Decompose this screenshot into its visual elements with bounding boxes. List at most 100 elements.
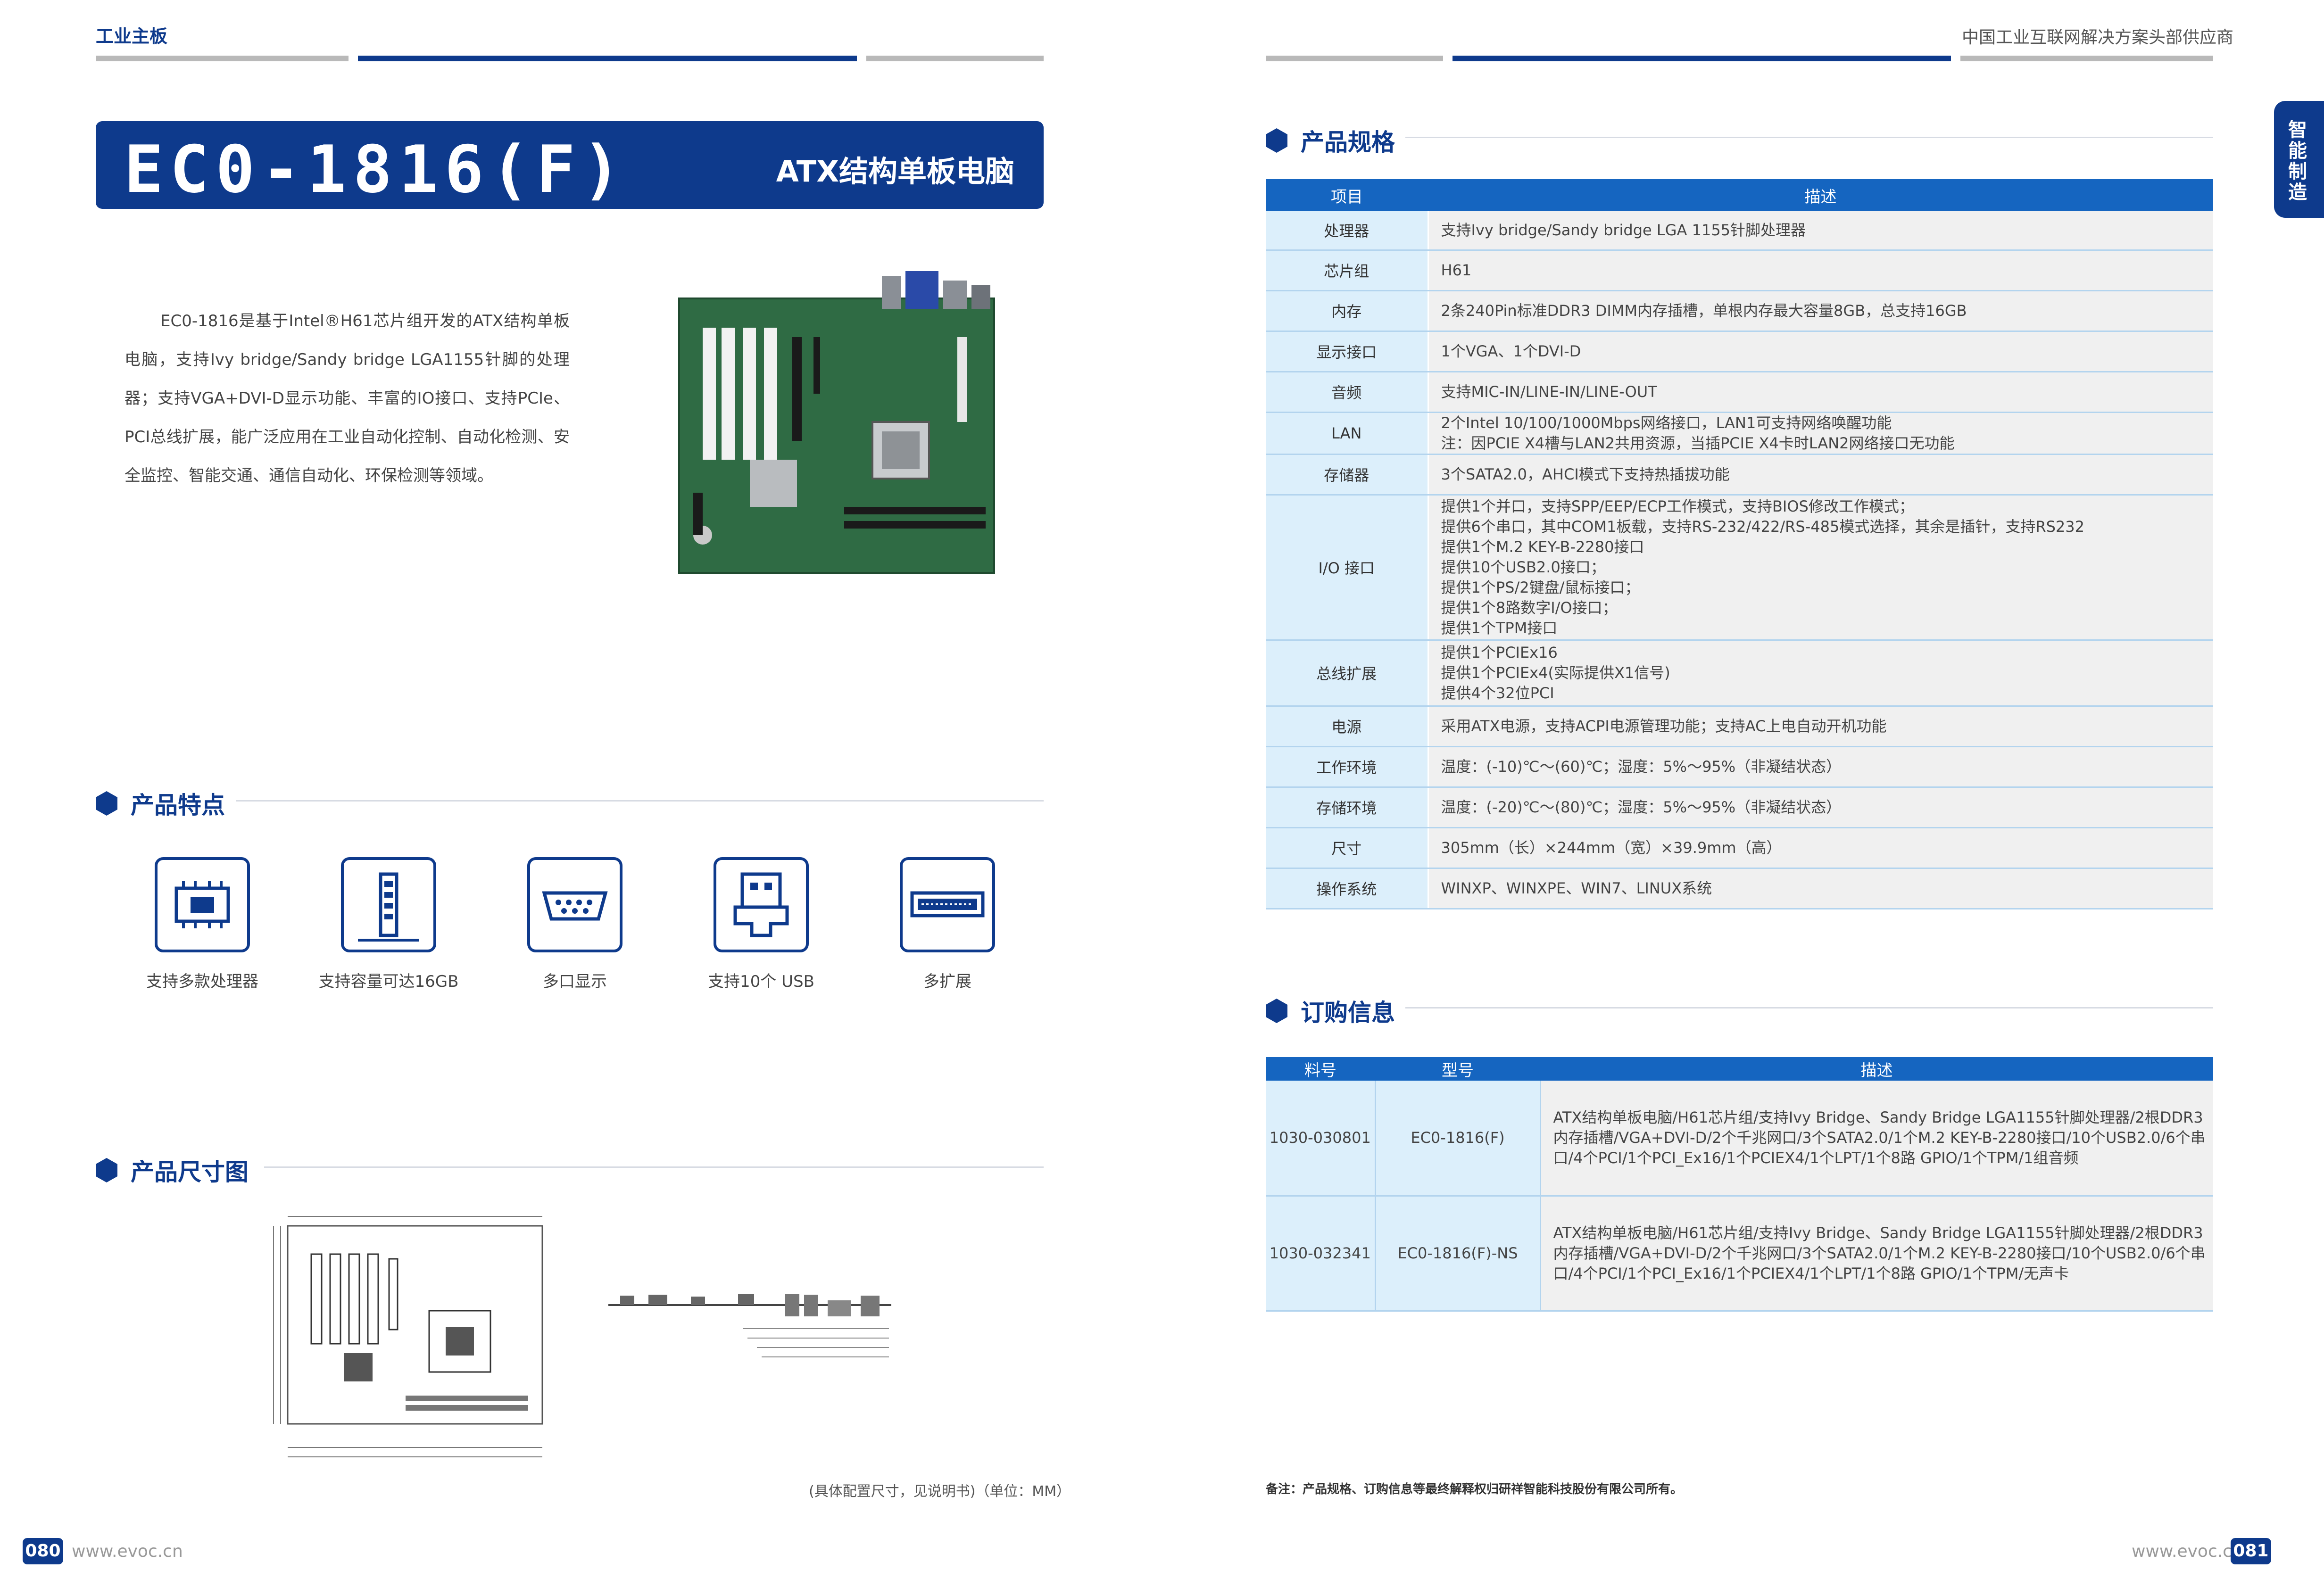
spec-row: 操作系统 WINXP、WINXPE、WIN7、LINUX系统 bbox=[1266, 868, 2213, 909]
spec-value-line: 提供1个M.2 KEY-B-2280接口 bbox=[1441, 537, 1644, 556]
memory-icon bbox=[341, 857, 436, 952]
spec-header-item: 项目 bbox=[1266, 179, 1428, 211]
spec-row: 存储环境温度：(-20)℃～(80)℃；湿度：5%～95%（非凝结状态） bbox=[1266, 787, 2213, 828]
feature-item: 支持容量可达16GB bbox=[313, 857, 464, 994]
order-part-number: 1030-032341 bbox=[1266, 1196, 1376, 1312]
spec-value: WINXP、WINXPE、WIN7、LINUX系统 bbox=[1428, 868, 2213, 909]
order-description: ATX结构单板电脑/H61芯片组/支持Ivy Bridge、Sandy Brid… bbox=[1540, 1196, 2213, 1312]
spec-value-line: 2条240Pin标准DDR3 DIMM内存插槽，单根内存最大容量8GB，总支持1… bbox=[1441, 302, 1967, 320]
dimension-note: (具体配置尺寸，见说明书)（单位：MM） bbox=[809, 1483, 1071, 1500]
spec-value-line: 支持MIC-IN/LINE-IN/LINE-OUT bbox=[1441, 383, 1657, 401]
order-header-model: 型号 bbox=[1375, 1057, 1540, 1081]
order-description: ATX结构单板电脑/H61芯片组/支持Ivy Bridge、Sandy Brid… bbox=[1540, 1081, 2213, 1197]
header-bar-segment bbox=[1266, 56, 1443, 61]
spec-value-line: 提供6个串口，其中COM1板载，支持RS-232/422/RS-485模式选择，… bbox=[1441, 517, 2084, 536]
title-banner: EC0-1816(F) ATX结构单板电脑 bbox=[96, 121, 1044, 209]
spec-value: 温度：(-20)℃～(80)℃；湿度：5%～95%（非凝结状态） bbox=[1428, 787, 2213, 828]
spec-value-line: 提供4个32位PCI bbox=[1441, 684, 1554, 702]
side-tab-label: 智能制造 bbox=[2288, 119, 2307, 203]
spec-value-line: H61 bbox=[1441, 261, 1472, 279]
header-bar-segment bbox=[866, 56, 1044, 61]
product-model: EC0-1816(F) bbox=[124, 132, 628, 207]
spec-value: 2条240Pin标准DDR3 DIMM内存插槽，单根内存最大容量8GB，总支持1… bbox=[1428, 290, 2213, 332]
spec-header-desc: 描述 bbox=[1428, 179, 2213, 211]
spec-value-line: 提供10个USB2.0接口； bbox=[1441, 558, 1606, 576]
order-header-desc: 描述 bbox=[1540, 1057, 2213, 1081]
spec-value: 305mm（长）×244mm（宽）×39.9mm（高） bbox=[1428, 827, 2213, 869]
right-header-label: 中国工业互联网解决方案头部供应商 bbox=[1962, 28, 2234, 47]
spec-value: 支持Ivy bridge/Sandy bridge LGA 1155针脚处理器 bbox=[1428, 211, 2213, 251]
header-bar-segment bbox=[1960, 56, 2213, 61]
hexagon-bullet-icon bbox=[96, 1158, 117, 1182]
left-header-label: 工业主板 bbox=[96, 26, 168, 47]
spec-key: 内存 bbox=[1266, 290, 1429, 332]
spec-value-line: 提供1个TPM接口 bbox=[1441, 619, 1558, 637]
right-page-number: 081 bbox=[2231, 1538, 2271, 1564]
dimensions-heading: 产品尺寸图 bbox=[96, 1153, 249, 1187]
feature-item: 支持10个 USB bbox=[686, 857, 837, 994]
spec-value: 采用ATX电源，支持ACPI电源管理功能；支持AC上电自动开机功能 bbox=[1428, 706, 2213, 747]
order-part-number: 1030-030801 bbox=[1266, 1081, 1376, 1197]
features-title: 产品特点 bbox=[131, 792, 225, 819]
section-rule bbox=[264, 1166, 1044, 1168]
spec-key: 显示接口 bbox=[1266, 331, 1429, 372]
spec-value: H61 bbox=[1428, 250, 2213, 291]
header-bar-segment bbox=[358, 56, 857, 61]
ordering-title: 订购信息 bbox=[1301, 999, 1395, 1026]
left-page-number: 080 bbox=[23, 1538, 63, 1564]
hexagon-bullet-icon bbox=[1266, 999, 1287, 1023]
order-model: EC0-1816(F) bbox=[1375, 1081, 1541, 1197]
feature-item: 多口显示 bbox=[499, 857, 650, 994]
spec-value: 温度：(-10)℃～(60)℃；湿度：5%～95%（非凝结状态） bbox=[1428, 746, 2213, 788]
left-footer-url[interactable]: www.evoc.cn bbox=[72, 1542, 183, 1561]
usb-icon bbox=[714, 857, 809, 952]
spec-value-line: 305mm（长）×244mm（宽）×39.9mm（高） bbox=[1441, 839, 1782, 857]
section-rule bbox=[236, 800, 1044, 802]
hexagon-bullet-icon bbox=[1266, 128, 1287, 153]
spec-value: 2个Intel 10/100/1000Mbps网络接口，LAN1可支持网络唤醒功… bbox=[1428, 412, 2213, 455]
section-rule bbox=[1405, 137, 2213, 138]
dimension-drawing-side bbox=[608, 1294, 891, 1357]
spec-row: I/O 接口提供1个并口，支持SPP/EEP/ECP工作模式，支持BIOS修改工… bbox=[1266, 495, 2213, 641]
specs-title: 产品规格 bbox=[1301, 129, 1395, 156]
feature-label: 支持10个 USB bbox=[708, 972, 814, 991]
spec-key: 操作系统 bbox=[1266, 868, 1429, 909]
spec-row: 处理器支持Ivy bridge/Sandy bridge LGA 1155针脚处… bbox=[1266, 211, 2213, 251]
spec-value: 3个SATA2.0，AHCI模式下支持热插拔功能 bbox=[1428, 454, 2213, 496]
spec-value-line: 提供1个8路数字I/O接口； bbox=[1441, 598, 1618, 617]
serial-port-icon bbox=[527, 857, 622, 952]
spec-value-line: 提供1个PS/2键盘/鼠标接口； bbox=[1441, 578, 1640, 596]
features-heading: 产品特点 bbox=[96, 786, 225, 820]
section-rule bbox=[1405, 1007, 2213, 1008]
spec-value-line: WINXP、WINXPE、WIN7、LINUX系统 bbox=[1441, 879, 1712, 897]
spec-value-line: 2个Intel 10/100/1000Mbps网络接口，LAN1可支持网络唤醒功… bbox=[1441, 413, 1892, 432]
spec-row: 内存 2条240Pin标准DDR3 DIMM内存插槽，单根内存最大容量8GB，总支… bbox=[1266, 290, 2213, 332]
spec-table: 项目 描述 处理器支持Ivy bridge/Sandy bridge LGA 1… bbox=[1266, 179, 2213, 909]
product-intro: EC0-1816是基于Intel®H61芯片组开发的ATX结构单板电脑，支持Iv… bbox=[124, 312, 570, 485]
cpu-icon bbox=[155, 857, 250, 952]
header-bar-segment bbox=[96, 56, 349, 61]
spec-value-line: 注：因PCIE X4槽与LAN2共用资源，当插PCIE X4卡时LAN2网络接口… bbox=[1441, 434, 1955, 452]
spec-value-line: 提供1个PCIEx4(实际提供X1信号) bbox=[1441, 663, 1670, 682]
feature-item: 支持多款处理器 bbox=[127, 857, 278, 994]
spec-key: 工作环境 bbox=[1266, 746, 1429, 788]
motherboard-photo bbox=[678, 271, 995, 574]
spec-value-line: 支持Ivy bridge/Sandy bridge LGA 1155针脚处理器 bbox=[1441, 221, 1806, 240]
spec-value-line: 温度：(-20)℃～(80)℃；湿度：5%～95%（非凝结状态） bbox=[1441, 798, 1842, 816]
feature-label: 多口显示 bbox=[543, 972, 607, 991]
side-category-tab[interactable]: 智能制造 bbox=[2274, 101, 2324, 218]
right-footer-url[interactable]: www.evoc.cn bbox=[2132, 1542, 2243, 1561]
spec-key: I/O 接口 bbox=[1266, 495, 1429, 641]
spec-key: 总线扩展 bbox=[1266, 640, 1429, 707]
spec-row: 工作环境温度：(-10)℃～(60)℃；湿度：5%～95%（非凝结状态） bbox=[1266, 746, 2213, 788]
hexagon-bullet-icon bbox=[96, 791, 117, 816]
order-model: EC0-1816(F)-NS bbox=[1375, 1196, 1541, 1312]
